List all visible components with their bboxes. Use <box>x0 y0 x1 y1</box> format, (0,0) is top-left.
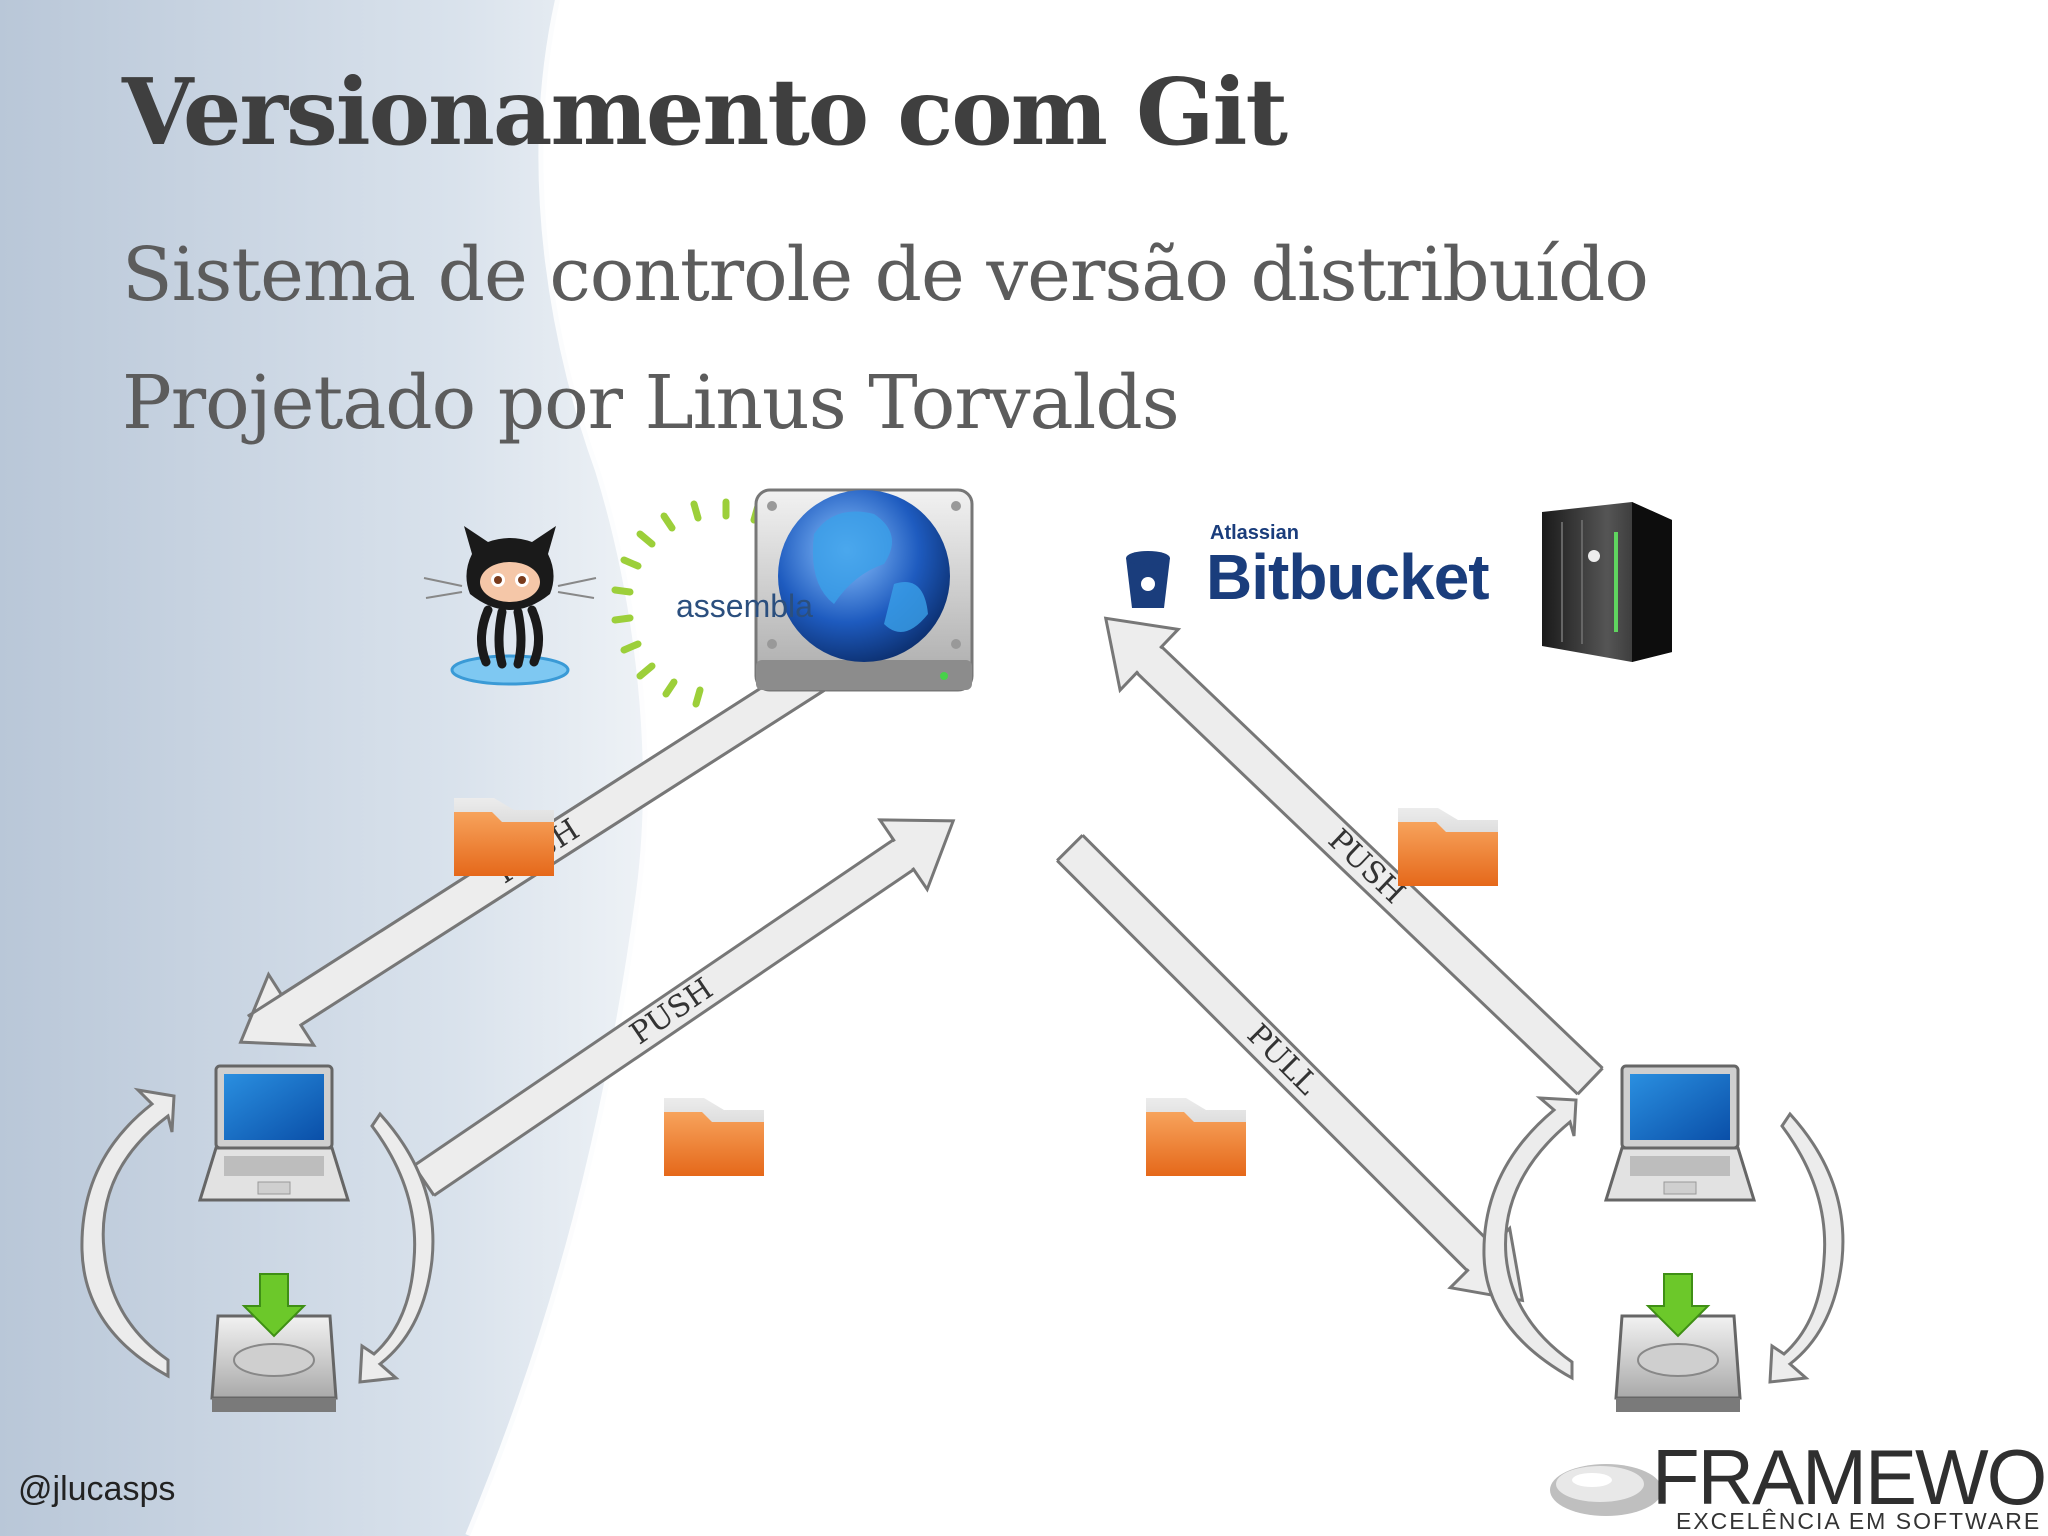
hard-drive-download-icon <box>1614 1273 1742 1412</box>
framework-logo-mark <box>1550 1464 1662 1516</box>
slide-title: Versionamento com Git <box>122 58 1288 166</box>
cycle-arrow-icon <box>1768 1111 1845 1384</box>
atlassian-wordmark: Atlassian <box>1210 522 1299 544</box>
bitbucket-wordmark: Bitbucket <box>1206 541 1490 613</box>
rack-server-icon <box>1542 502 1672 662</box>
laptop-icon <box>1603 1064 1757 1202</box>
cycle-arrow-icon <box>1482 1096 1578 1381</box>
assembla-wordmark: assembla <box>676 588 813 624</box>
arrow-left-to-server: PUSH <box>412 818 956 1197</box>
bullet-linus-torvalds: Projetado por Linus Torvalds <box>122 360 1180 446</box>
laptop-icon <box>197 1064 351 1202</box>
bitbucket-logo <box>1126 551 1170 608</box>
arrow-right-to-server: PUSH <box>1103 616 1604 1096</box>
arrow-server-to-right: PULL <box>1056 834 1525 1303</box>
server-globe-icon <box>754 488 974 692</box>
github-octocat-icon <box>423 526 597 686</box>
arrow-label-pull: PULL <box>1240 1017 1325 1102</box>
hard-drive-download-icon <box>210 1273 338 1412</box>
bullet-distributed-vcs: Sistema de controle de versão distribuíd… <box>122 232 1649 318</box>
background-wave-edge <box>465 0 653 1536</box>
folder-icon <box>1398 808 1498 886</box>
framework-tagline: EXCELÊNCIA EM SOFTWARE <box>1676 1508 2042 1534</box>
cycle-arrow-icon <box>358 1111 435 1384</box>
framework-wordmark: FRAMEWORK <box>1652 1433 2048 1521</box>
author-handle: @jlucasps <box>18 1470 176 1508</box>
folder-icon <box>664 1098 764 1176</box>
folder-icon <box>454 798 554 876</box>
cycle-arrow-icon <box>80 1087 176 1379</box>
folder-icon <box>1146 1098 1246 1176</box>
